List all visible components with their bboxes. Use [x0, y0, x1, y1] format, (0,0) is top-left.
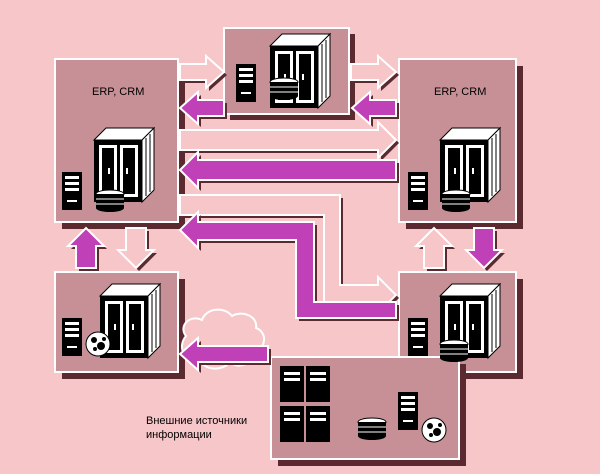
- disk-stack-icon: [441, 189, 471, 213]
- external-server-icon: [280, 366, 330, 442]
- arrow-right-erp-to-bottom-right: [463, 227, 505, 271]
- arrow-right-to-left-erp: [178, 149, 399, 191]
- arrow-external-to-bottom-left: [178, 335, 271, 373]
- arrow-top-center-to-left: [178, 89, 227, 127]
- arrow-right-to-top-center: [350, 89, 399, 127]
- globe-icon: [85, 331, 111, 357]
- arrow-left-erp-to-bottom-left: [115, 227, 157, 271]
- arrow-left-to-right-erp: [179, 119, 399, 161]
- arrow-bottom-right-to-left-erp: [178, 209, 399, 321]
- disk-stack-icon: [439, 339, 469, 363]
- arrow-left-to-top-center: [179, 53, 227, 91]
- globe-icon: [421, 417, 447, 443]
- pc-tower-icon: [62, 318, 82, 356]
- external-sources-label-line1: Внешние источники: [146, 415, 248, 427]
- arrow-bottom-right-to-right-erp: [413, 226, 455, 271]
- pc-tower-icon: [408, 172, 428, 210]
- pc-tower-icon: [398, 392, 418, 430]
- arrow-left-erp-to-bottom-right: [179, 194, 399, 316]
- erp-crm-left-label: ERP, CRM: [92, 86, 145, 98]
- disk-stack-icon: [357, 417, 387, 441]
- arrow-top-center-to-right: [350, 53, 399, 91]
- external-sources-label-line2: информации: [146, 429, 212, 441]
- disk-stack-icon: [95, 189, 125, 213]
- pc-tower-icon: [408, 318, 428, 356]
- disk-stack-icon: [269, 77, 299, 101]
- arrow-bottom-left-to-left-erp: [65, 226, 107, 271]
- pc-tower-icon: [236, 64, 256, 102]
- pc-tower-icon: [62, 172, 82, 210]
- erp-crm-right-label: ERP, CRM: [434, 86, 487, 98]
